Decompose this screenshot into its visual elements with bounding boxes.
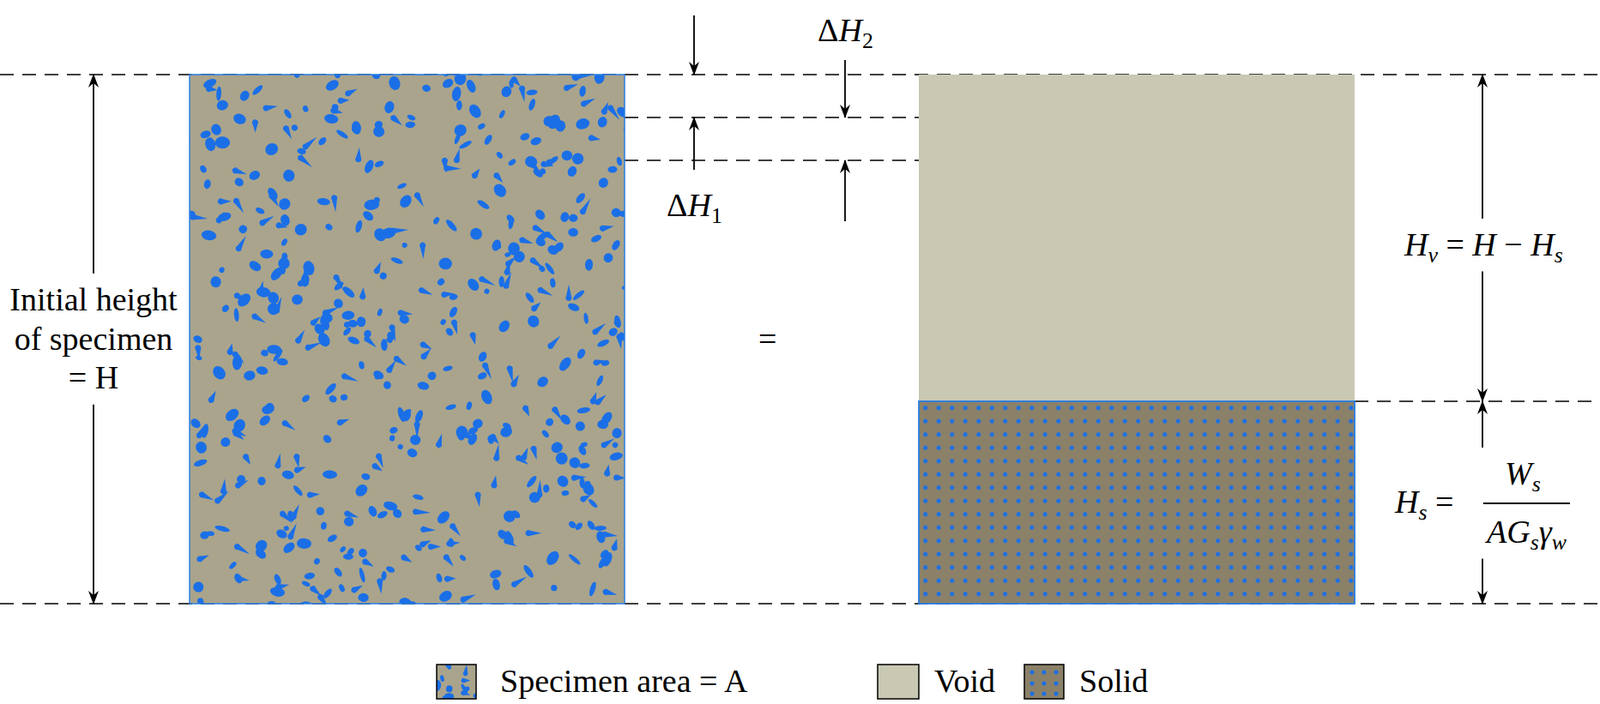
legend-specimen-swatch bbox=[436, 664, 477, 700]
fraction-numerator: Ws bbox=[1504, 454, 1541, 495]
legend-text: Void bbox=[934, 662, 996, 702]
void-height-label: Hv = H − Hs bbox=[1400, 225, 1567, 266]
dimension-arrow bbox=[1481, 271, 1484, 402]
dimension-label: ΔH1 bbox=[666, 186, 723, 226]
dh1-dashed-line bbox=[624, 159, 919, 162]
dimension-arrow bbox=[1481, 74, 1484, 219]
dimension-arrow bbox=[693, 117, 695, 170]
void-box bbox=[918, 74, 1355, 402]
dimension-arrow bbox=[92, 74, 95, 274]
dimension-arrow bbox=[844, 160, 846, 222]
specimen-outline bbox=[189, 74, 625, 604]
legend-solid-dots bbox=[1030, 670, 1059, 697]
fraction-bar bbox=[1483, 502, 1570, 505]
dimension-arrow bbox=[1481, 401, 1484, 448]
legend-swatch bbox=[877, 664, 919, 700]
dimension-arrow bbox=[844, 60, 846, 118]
specimen-texture bbox=[189, 74, 625, 604]
legend-text: Solid bbox=[1079, 662, 1148, 702]
fraction-denominator: AGsγw bbox=[1486, 513, 1567, 553]
solid-top-dashed-line bbox=[1354, 400, 1600, 403]
dimension-arrow bbox=[1481, 559, 1484, 604]
dh2-dashed-line bbox=[624, 116, 919, 119]
dimension-arrows bbox=[93, 15, 1483, 604]
dimension-label: ΔH2 bbox=[817, 11, 874, 51]
legend-specimen-fill bbox=[436, 664, 477, 700]
legend-solid-swatch bbox=[1024, 664, 1064, 700]
dimension-arrow bbox=[693, 15, 695, 75]
solid-height-label: Hs = bbox=[1394, 483, 1454, 523]
dimension-arrow bbox=[92, 404, 95, 604]
height-label: Initial height of specimen = H bbox=[4, 280, 183, 399]
legend-specimen-texture bbox=[436, 664, 477, 700]
legend-text: Specimen area = A bbox=[500, 662, 748, 702]
solid-dots bbox=[918, 401, 1355, 604]
equals-sign: = bbox=[758, 320, 777, 360]
specimen-box bbox=[189, 74, 625, 604]
legend-solid-fill bbox=[1024, 664, 1064, 700]
solid-box bbox=[918, 401, 1355, 604]
